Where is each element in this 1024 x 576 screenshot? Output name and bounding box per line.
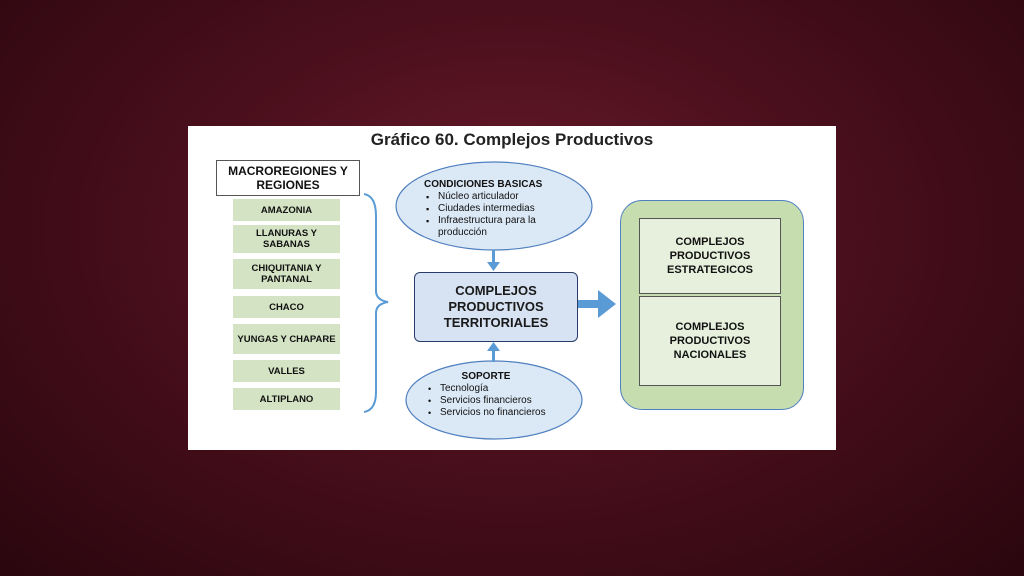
complejos-territoriales-box: COMPLEJOS PRODUCTIVOS TERRITORIALES: [414, 272, 578, 342]
arrow-up: [487, 342, 500, 362]
soporte-text: SOPORTE Tecnología Servicios financieros…: [426, 371, 576, 419]
soporte-heading: SOPORTE: [461, 371, 511, 382]
macroregions-header: MACROREGIONES Y REGIONES: [216, 160, 360, 196]
regions-brace: [363, 193, 389, 413]
condiciones-item: Núcleo articulador: [426, 191, 564, 203]
soporte-item: Servicios no financieros: [428, 407, 576, 419]
chart-title: Gráfico 60. Complejos Productivos: [370, 130, 654, 149]
complejos-estrategicos-box: COMPLEJOS PRODUCTIVOS ESTRATEGICOS: [639, 218, 781, 294]
region-chiquitania: CHIQUITANIA Y PANTANAL: [233, 259, 340, 289]
condiciones-heading: CONDICIONES BASICAS: [424, 179, 543, 190]
arrow-right: [578, 290, 616, 318]
arrow-down: [487, 250, 500, 271]
nacionales-label: COMPLEJOS PRODUCTIVOS NACIONALES: [669, 321, 751, 361]
region-yungas: YUNGAS Y CHAPARE: [233, 324, 340, 354]
estrategicos-label: COMPLEJOS PRODUCTIVOS ESTRATEGICOS: [667, 236, 753, 276]
condiciones-item: Ciudades intermedias: [426, 203, 564, 215]
region-altiplano: ALTIPLANO: [233, 388, 340, 410]
region-chaco: CHACO: [233, 296, 340, 318]
soporte-item: Servicios financieros: [428, 395, 576, 407]
region-amazonia: AMAZONIA: [233, 199, 340, 221]
region-valles: VALLES: [233, 360, 340, 382]
diagram-panel: Gráfico 60. Complejos Productivos MACROR…: [188, 126, 836, 450]
center-label: COMPLEJOS PRODUCTIVOS TERRITORIALES: [443, 283, 549, 330]
condiciones-item: Infraestructura para la producción: [426, 215, 564, 239]
region-llanuras: LLANURAS Y SABANAS: [233, 225, 340, 253]
condiciones-text: CONDICIONES BASICAS Núcleo articulador C…: [424, 179, 564, 239]
soporte-item: Tecnología: [428, 383, 576, 395]
complejos-nacionales-box: COMPLEJOS PRODUCTIVOS NACIONALES: [639, 296, 781, 386]
